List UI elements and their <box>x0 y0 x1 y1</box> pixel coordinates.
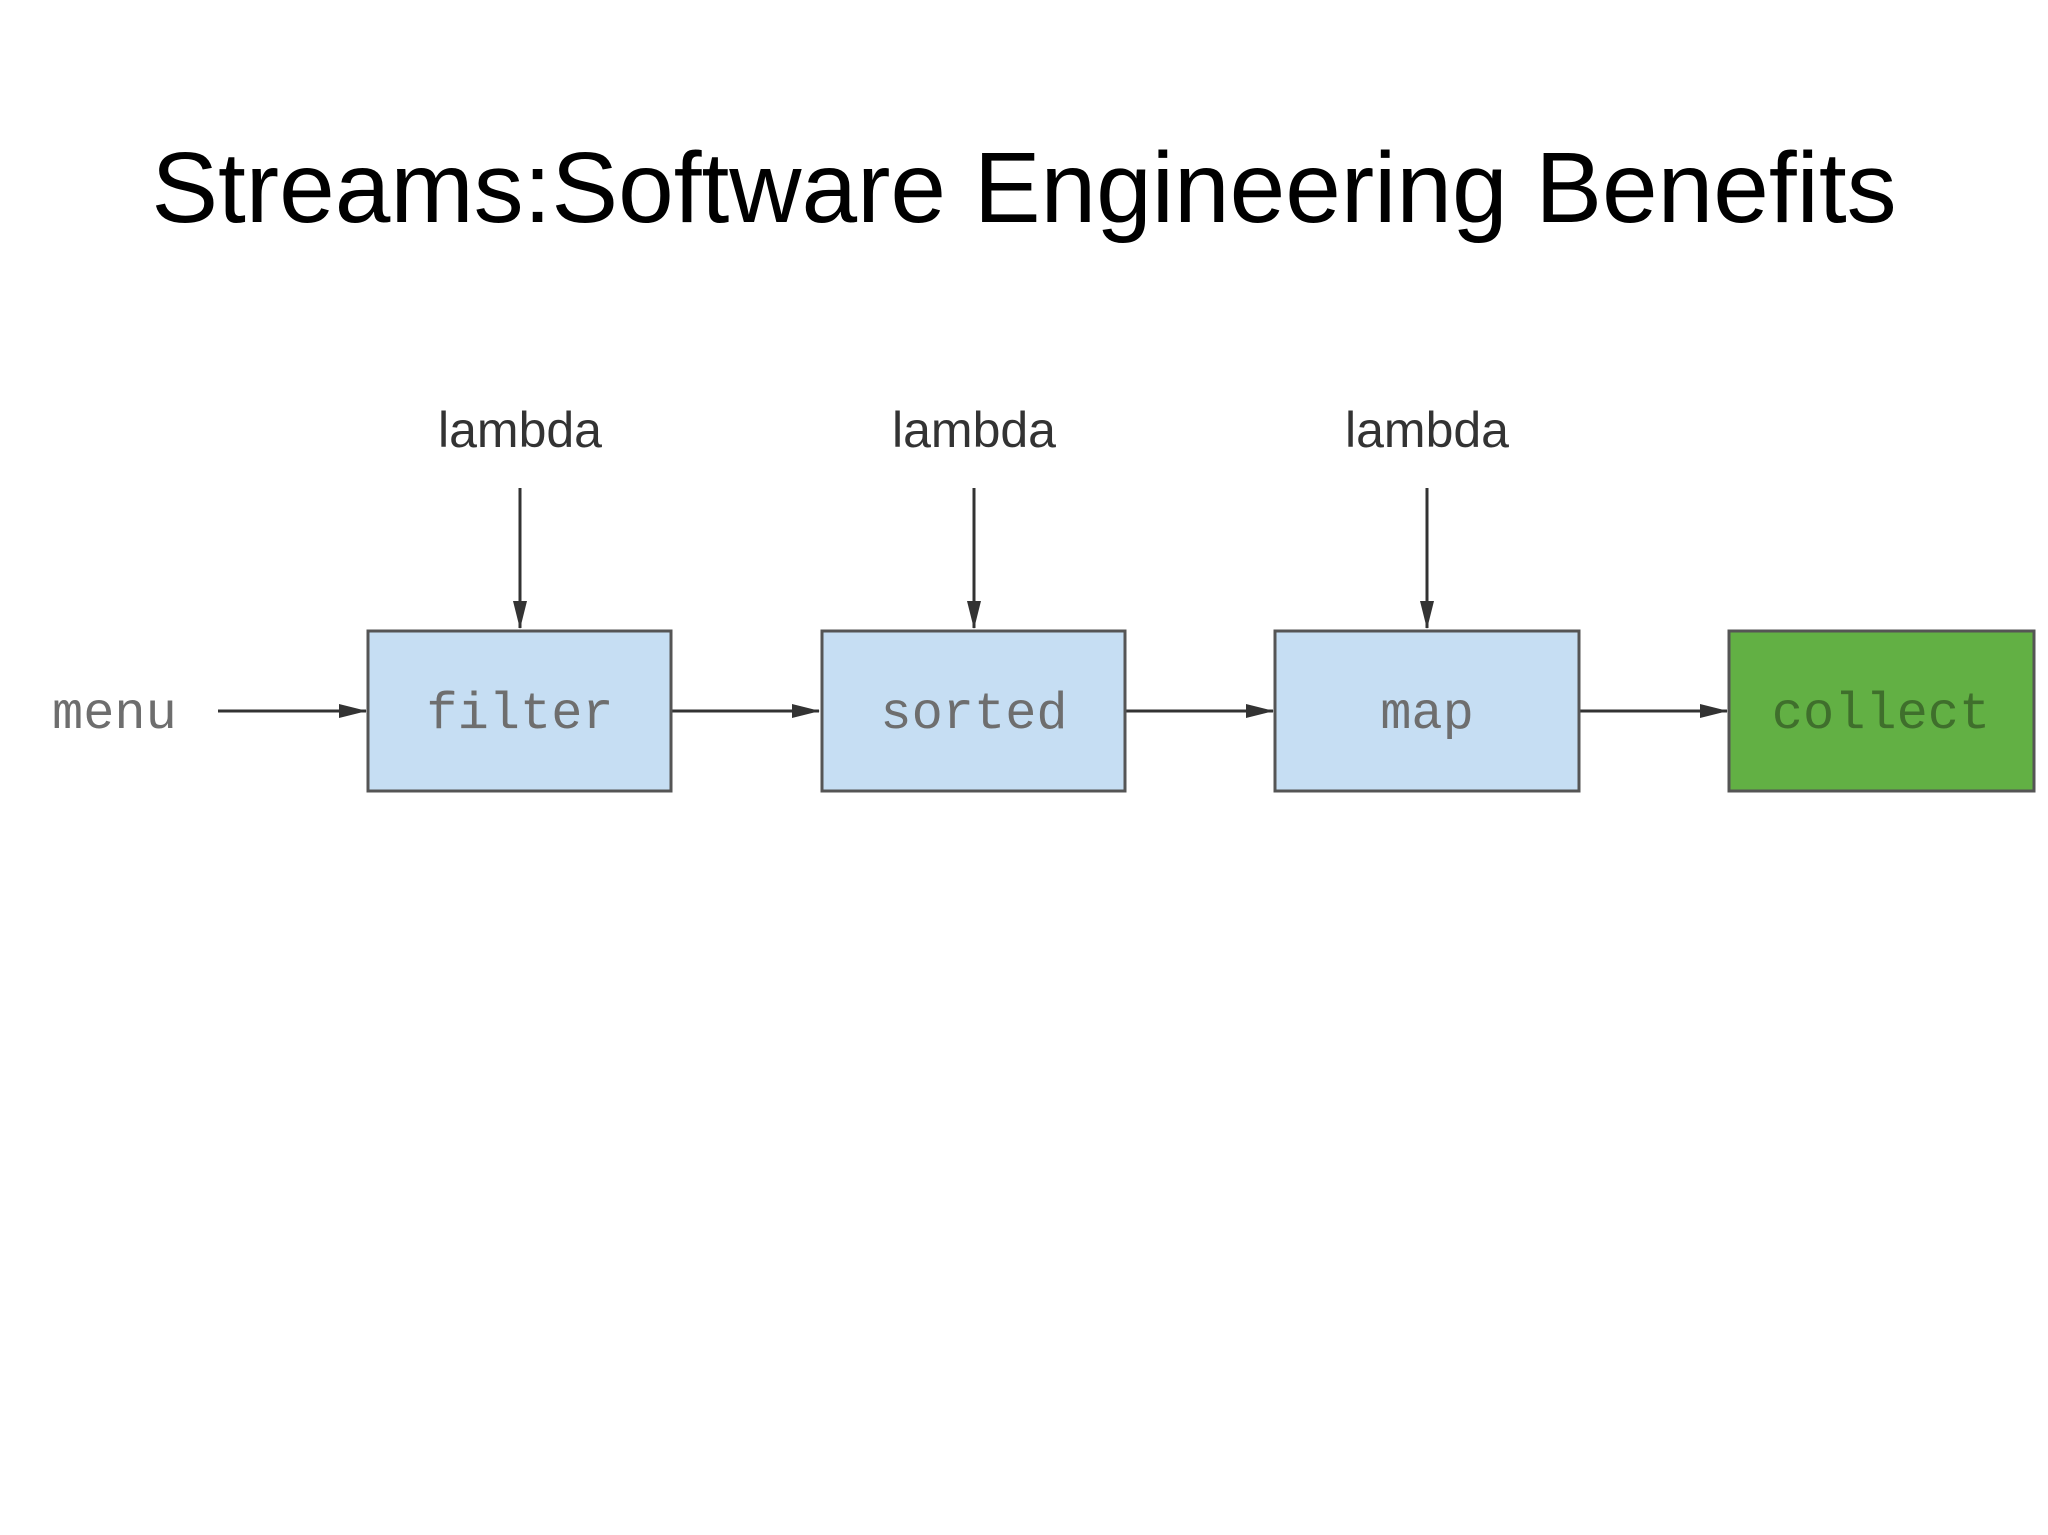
source-label-menu: menu <box>52 685 177 744</box>
lambda-label-filter: lambda <box>438 402 602 458</box>
stage-label-collect: collect <box>1772 685 1990 744</box>
stage-label-map: map <box>1380 685 1474 744</box>
stage-label-filter: filter <box>426 685 613 744</box>
stage-box-filter <box>366 629 673 793</box>
stage-label-sorted: sorted <box>880 685 1067 744</box>
lambda-label-map: lambda <box>1345 402 1509 458</box>
stage-box-map <box>1273 629 1581 793</box>
stage-box-collect <box>1727 629 2036 793</box>
slide-title: Streams:Software Engineering Benefits <box>151 132 1897 244</box>
stage-box-sorted <box>820 629 1127 793</box>
lambda-label-sorted: lambda <box>892 402 1056 458</box>
